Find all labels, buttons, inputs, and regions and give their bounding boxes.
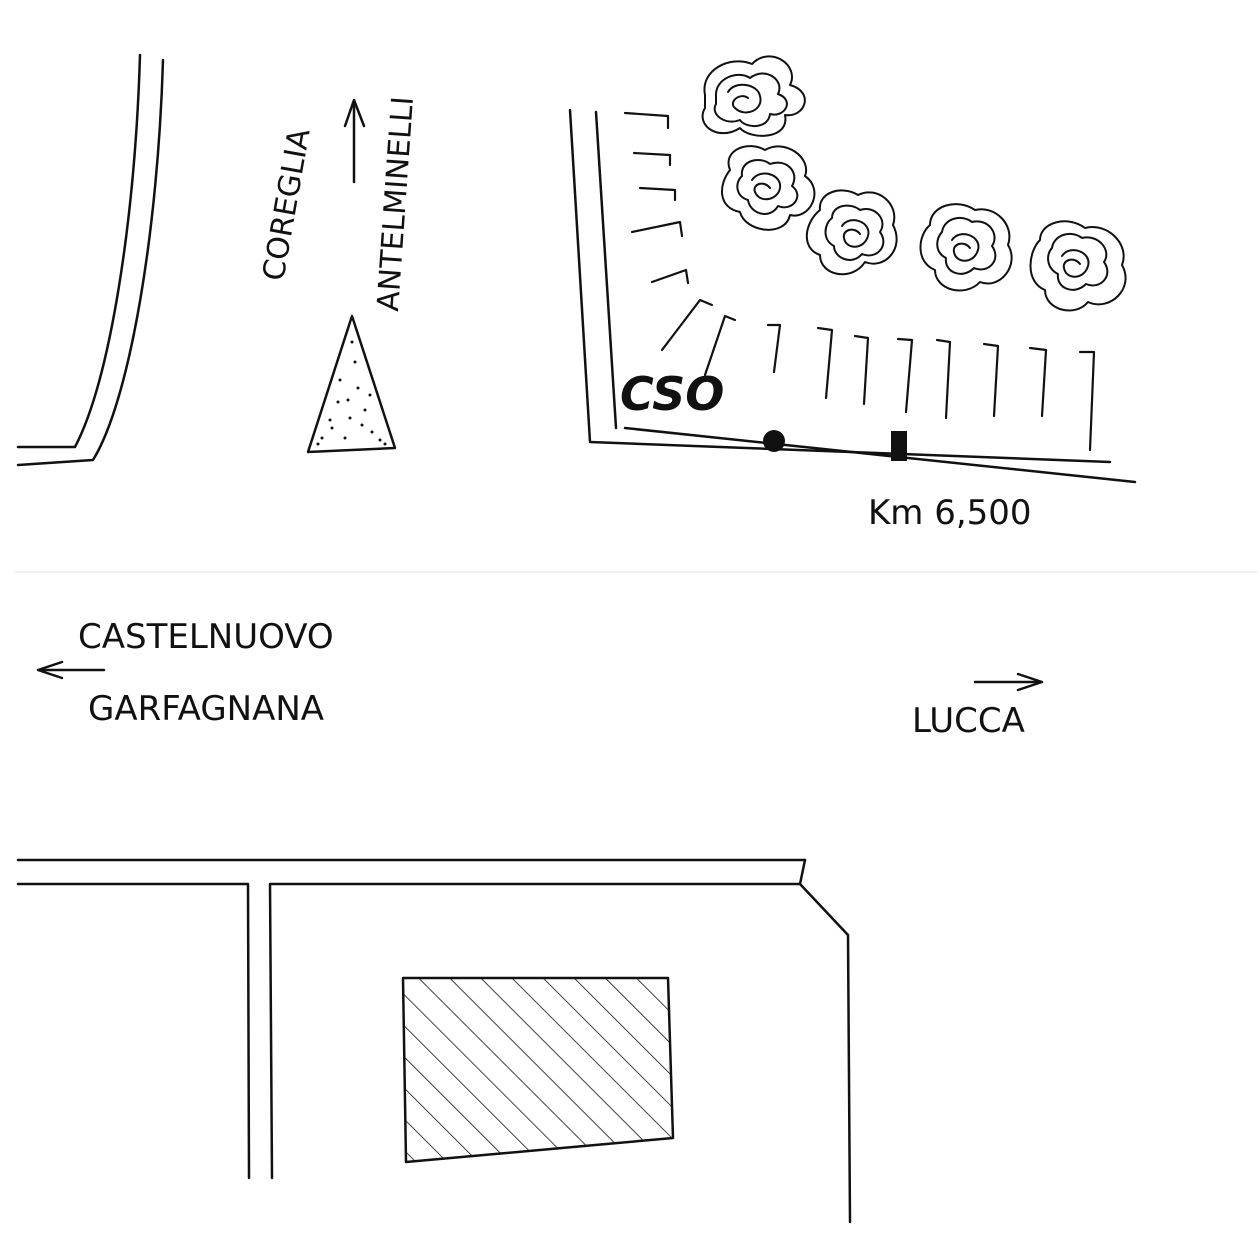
parking-road-edges: [568, 108, 1137, 484]
traffic-island: [306, 314, 397, 454]
cso-label: CSO: [620, 367, 724, 421]
tree-icon: [805, 189, 898, 276]
coreglia-label: COREGLIA: [256, 125, 317, 283]
cso-location-marker: [763, 430, 785, 452]
tree-icon: [919, 203, 1013, 292]
garfagnana-label: GARFAGNANA: [88, 689, 324, 729]
north-arrow-icon: [343, 98, 366, 184]
bottom-roads: [16, 858, 852, 1224]
left-curved-road: [16, 53, 165, 467]
parking-stalls-curve: [623, 111, 737, 377]
lucca-label: LUCCA: [912, 701, 1025, 741]
west-arrow-icon: [36, 660, 106, 680]
km-label: Km 6,500: [868, 493, 1032, 533]
castelnuovo-label: CASTELNUOVO: [78, 617, 334, 657]
east-arrow-icon: [973, 672, 1044, 692]
hatched-building: [401, 976, 675, 1164]
tree-icon: [1029, 220, 1127, 312]
tree-icon: [701, 55, 806, 137]
parking-stalls-straight: [766, 323, 1096, 452]
km-post-marker: [891, 431, 907, 461]
antelminelli-label: ANTELMINELLI: [371, 95, 421, 312]
tree-icon: [720, 145, 816, 231]
